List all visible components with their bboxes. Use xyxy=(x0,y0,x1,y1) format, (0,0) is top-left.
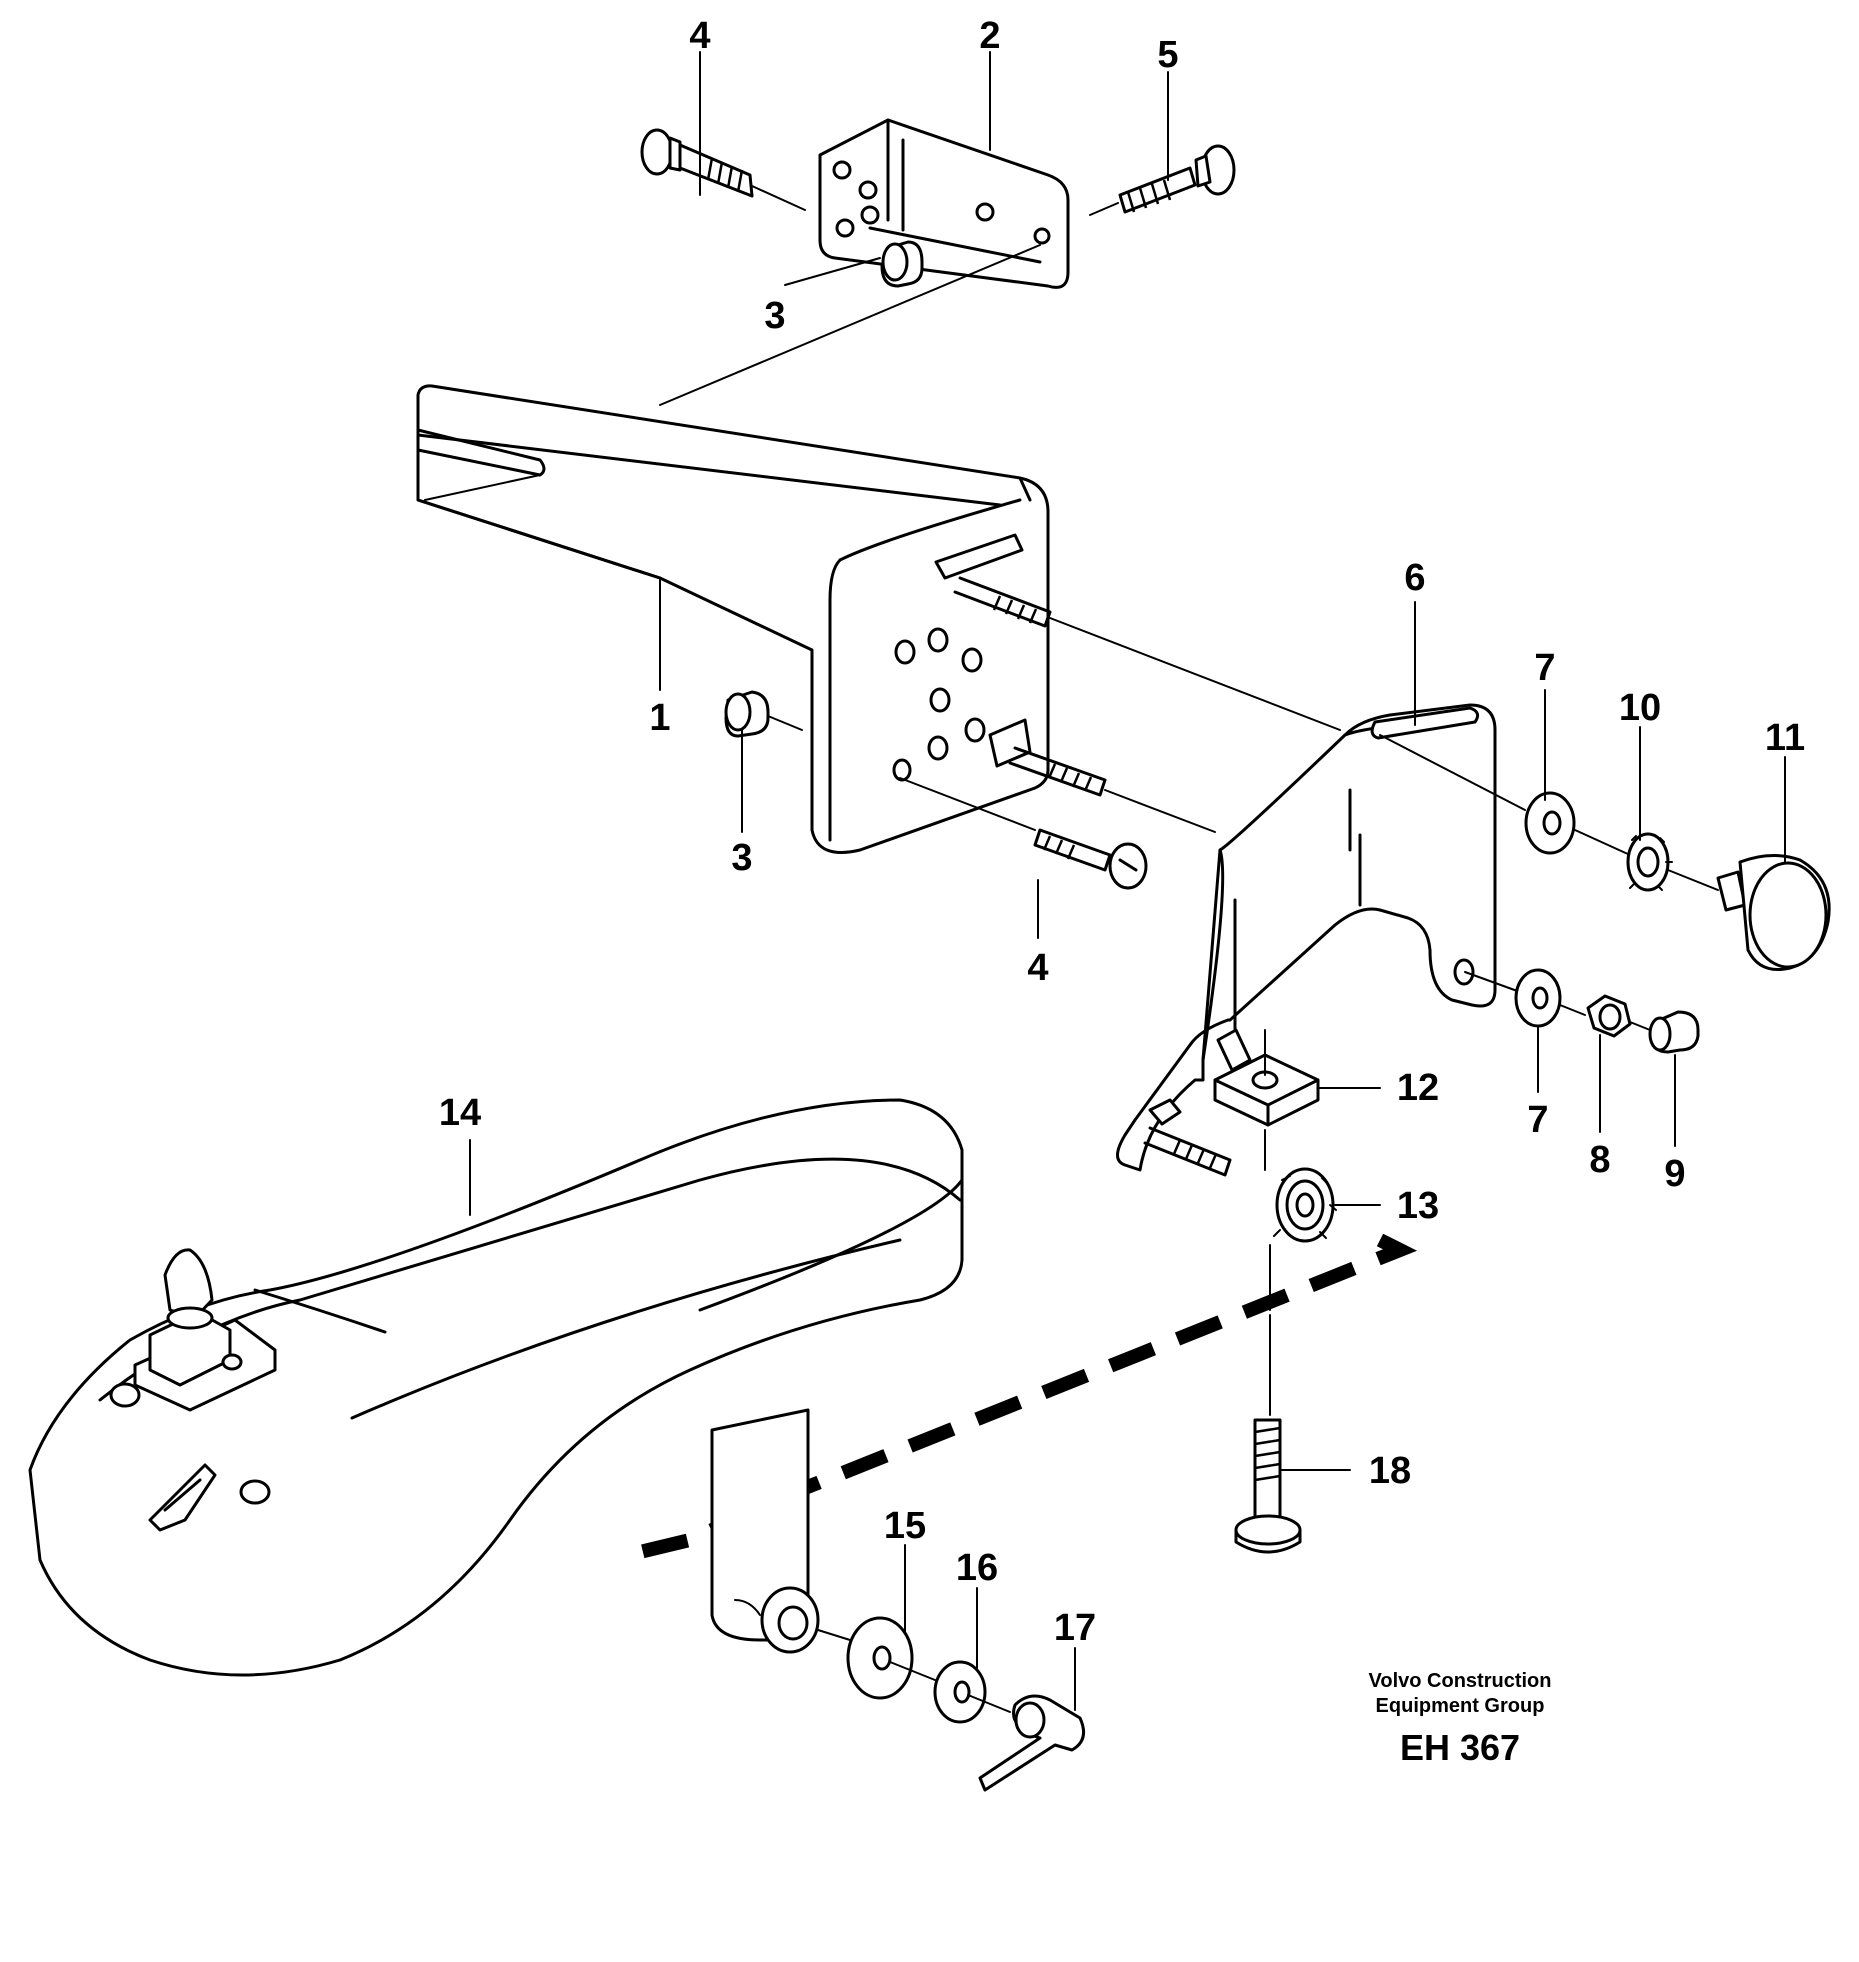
part-15-large-washer xyxy=(817,1616,914,1700)
callout-11: 11 xyxy=(1765,717,1805,759)
assembly-line-upper xyxy=(1049,617,1341,731)
callout-17: 17 xyxy=(1054,1607,1096,1649)
callout-5: 5 xyxy=(1157,34,1178,76)
callout-13: 13 xyxy=(1397,1185,1439,1227)
part-16-small-washer xyxy=(889,1660,987,1724)
part-4-bolt-upper xyxy=(640,128,806,211)
callout-14: 14 xyxy=(439,1092,481,1134)
part-1-large-bracket xyxy=(416,384,1107,854)
part-3-sleeve-lower xyxy=(724,690,803,738)
drawing-code: EH 367 xyxy=(1400,1727,1520,1768)
callout-7-upper: 7 xyxy=(1534,647,1555,689)
part-4-bolt-lower xyxy=(899,777,1148,890)
assembly-line-2-to-1 xyxy=(659,244,1041,406)
part-9-cap xyxy=(1629,1010,1700,1054)
callout-leader-lines xyxy=(469,51,1786,1711)
callout-3-lower: 3 xyxy=(731,837,752,879)
callout-15: 15 xyxy=(884,1505,926,1547)
callout-12: 12 xyxy=(1397,1067,1439,1109)
part-7-washer-upper xyxy=(1379,734,1576,855)
part-12-clip-nut xyxy=(1213,1028,1381,1127)
part-6-bent-bracket xyxy=(1116,703,1497,1177)
callout-4-lower: 4 xyxy=(1027,947,1048,989)
part-17-lever-handle xyxy=(967,1694,1086,1792)
part-5-bolt-right xyxy=(1089,144,1236,216)
credit-line-1: Volvo Construction xyxy=(1369,1670,1552,1692)
callout-6: 6 xyxy=(1404,557,1425,599)
callout-10: 10 xyxy=(1619,687,1661,729)
part-3-sleeve-upper xyxy=(880,240,924,288)
callout-16: 16 xyxy=(956,1547,998,1589)
part-7-washer-lower xyxy=(1464,968,1562,1028)
part-11-knob xyxy=(1667,854,1831,971)
part-14-armrest xyxy=(28,1098,964,1677)
part-8-nut xyxy=(1559,994,1632,1038)
part-13-serrated-washer xyxy=(1264,1129,1381,1311)
callout-2: 2 xyxy=(979,15,1000,57)
part-10-lock-washer xyxy=(1574,829,1673,892)
callout-18: 18 xyxy=(1369,1450,1411,1492)
assembly-line-lower xyxy=(1104,789,1216,833)
callout-9: 9 xyxy=(1664,1153,1685,1195)
callout-7-lower: 7 xyxy=(1527,1099,1548,1141)
callout-1: 1 xyxy=(649,697,670,739)
part-2-small-bracket xyxy=(818,118,1070,289)
credit-line-2: Equipment Group xyxy=(1376,1695,1545,1717)
callout-8: 8 xyxy=(1589,1139,1610,1181)
callout-4-upper: 4 xyxy=(689,15,710,57)
part-18-bolt xyxy=(1234,1314,1351,1554)
callout-3-upper: 3 xyxy=(764,295,785,337)
